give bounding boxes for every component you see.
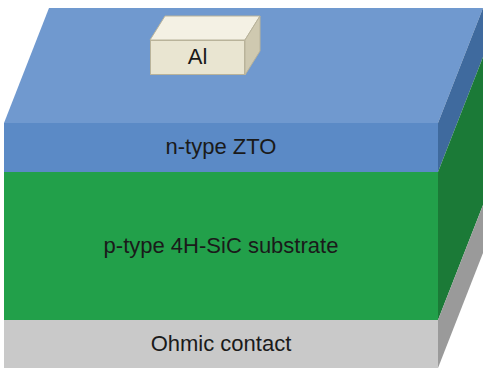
layer-label: n-type ZTO — [166, 135, 277, 159]
al-top-face — [150, 16, 260, 40]
layer-label: Al — [188, 45, 208, 69]
sic-substrate: p-type 4H-SiC substrate — [4, 172, 438, 320]
zto-top-face — [4, 8, 483, 123]
ohmic-contact: Ohmic contact — [4, 320, 438, 368]
ohmic-side-face — [438, 205, 483, 368]
al-contact: Al — [150, 40, 245, 75]
layer-label: Ohmic contact — [151, 332, 292, 356]
layer-label: p-type 4H-SiC substrate — [104, 234, 339, 258]
zto-layer: n-type ZTO — [4, 123, 438, 172]
al-side-face — [245, 16, 260, 75]
